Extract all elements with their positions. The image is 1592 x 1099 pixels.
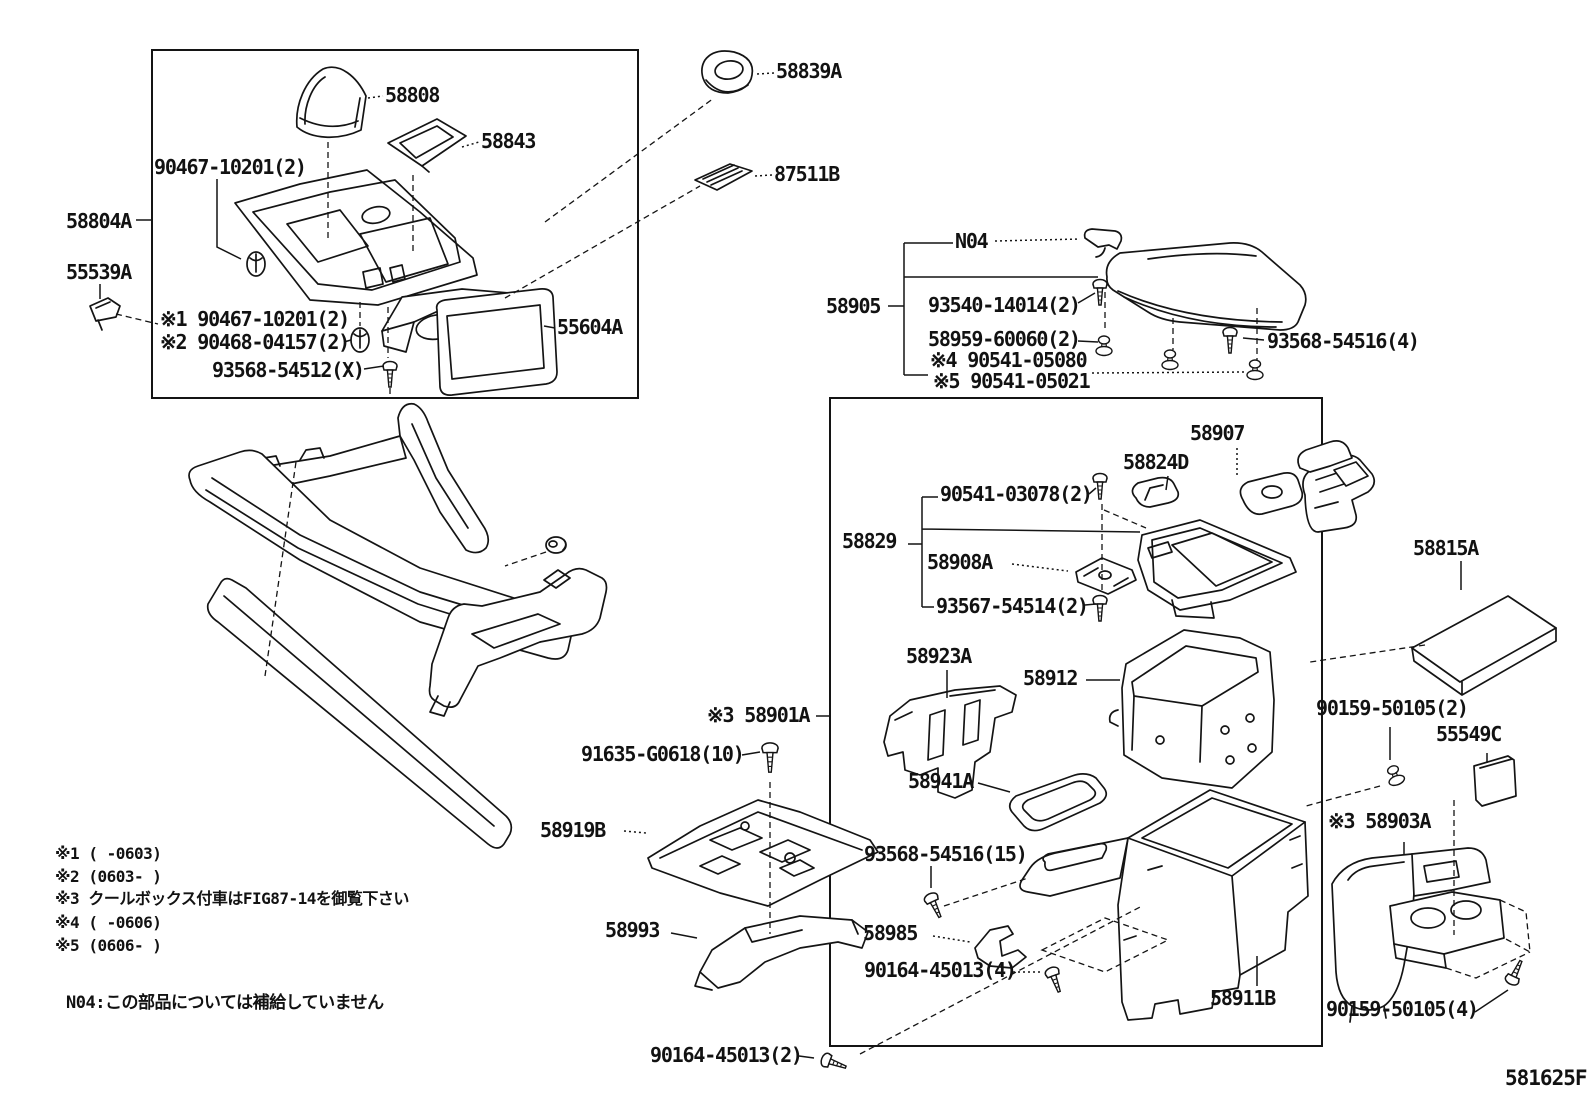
part-58824D-hook: [1132, 478, 1178, 507]
part-58912-console-box: [1110, 630, 1274, 788]
part-label-note1-90467: ※1 90467-10201(2): [160, 307, 350, 331]
part-label-87511B: 87511B: [774, 162, 840, 186]
part-label-58911B: 58911B: [1210, 986, 1276, 1010]
part-58923A-carpet: [884, 686, 1016, 798]
part-58908A-hinge: [1076, 558, 1136, 594]
part-58907-lock-assy: [1240, 441, 1374, 532]
bolt-90159-50105-4: [1503, 957, 1528, 988]
clip-93560-14014: [546, 537, 566, 553]
part-label-58993: 58993: [605, 918, 660, 942]
clip-90541: [1246, 359, 1264, 381]
clip-58959-60060: [1095, 335, 1113, 357]
screw-93568-54512: [382, 360, 398, 388]
part-label-55539A: 55539A: [66, 260, 132, 284]
part-58839A-cup: [702, 51, 753, 93]
part-label-90159-50105-2: 90159-50105(2): [1316, 696, 1469, 720]
part-55539A-clip: [90, 298, 120, 330]
part-55549C-pad: [1474, 756, 1516, 806]
part-label-91635-G0618: 91635-G0618(10): [581, 742, 745, 766]
part-label-58912: 58912: [1023, 666, 1078, 690]
part-label-90541-03078: 90541-03078(2): [940, 482, 1093, 506]
part-label-58905: 58905: [826, 294, 881, 318]
part-label-90164-45013-2: 90164-45013(2): [650, 1043, 803, 1067]
part-label-58908A: 58908A: [927, 550, 993, 574]
part-58808-shift-boot: [297, 67, 366, 137]
part-58903A-rear-panel: [1332, 848, 1530, 1022]
part-label-58839A: 58839A: [776, 59, 842, 83]
footnote-1: ※1 ( -0603): [55, 844, 162, 863]
part-label-58843: 58843: [481, 129, 536, 153]
part-label-55549C: 55549C: [1436, 722, 1502, 746]
part-58905-armrest-lid: [1107, 243, 1306, 330]
part-label-58808: 58808: [385, 83, 440, 107]
part-90467-clip-lower: [351, 328, 369, 352]
supply-note: N04:この部品については補給していません: [66, 993, 384, 1013]
part-58919B-bracket-plate: [648, 800, 878, 906]
screw-90164-45013-2: [818, 1051, 849, 1075]
clip-58959-60060-b: [1161, 349, 1179, 371]
part-58993-bracket: [695, 916, 868, 990]
part-58911B-console-body: [1020, 790, 1308, 1020]
part-58941A-tray-mat: [1010, 774, 1107, 831]
part-58815A-mat: [1412, 596, 1556, 695]
exploded-view-dashed-lines: [116, 98, 1454, 1054]
part-label-90164-45013-4: 90164-45013(4): [864, 958, 1017, 982]
leader-lines: [100, 73, 1508, 1058]
part-58902C-bracket: [430, 569, 607, 716]
part-label-58907: 58907: [1190, 421, 1245, 445]
footnote-5: ※5 (0606- ): [55, 936, 162, 955]
upper-panel-group-box: [152, 50, 638, 398]
screw-90541-03078: [1092, 472, 1108, 500]
part-label-note2-90468: ※2 90468-04157(2): [160, 330, 350, 354]
part-87511B-vent: [695, 164, 752, 190]
part-58829-tray-lid: [1138, 520, 1296, 618]
part-label-58824D: 58824D: [1123, 450, 1189, 474]
part-label-58919B: 58919B: [540, 818, 606, 842]
part-label-93567-54514: 93567-54514(2): [936, 594, 1089, 618]
screw-93568-54516-15: [922, 890, 947, 921]
part-label-note4-90541: ※4 90541-05080: [930, 348, 1088, 372]
part-label-58829: 58829: [842, 529, 897, 553]
part-label-90159-50105-4: 90159-50105(4): [1326, 997, 1479, 1021]
part-label-58903A: ※3 58903A: [1328, 809, 1432, 833]
part-58878-trim-strip: [208, 579, 512, 848]
footnote-2: ※2 (0603- ): [55, 867, 162, 886]
part-58804A-console-upper-panel: [235, 170, 477, 305]
part-label-58804A: 58804A: [66, 209, 132, 233]
part-label-N04: N04: [955, 229, 989, 253]
footnote-4: ※4 ( -0606): [55, 913, 162, 932]
part-label-93568-54516-4: 93568-54516(4): [1267, 329, 1420, 353]
part-label-93568-54516-15: 93568-54516(15): [864, 842, 1028, 866]
part-label-93540-14014: 93540-14014(2): [928, 293, 1081, 317]
footnote-3: ※3 クールボックス付車はFIG87-14を御覧下さい: [55, 889, 409, 908]
part-label-58815A: 58815A: [1413, 536, 1479, 560]
part-label-90467-10201: 90467-10201(2): [154, 155, 307, 179]
console-box-group-box: [830, 398, 1322, 1046]
pin-90159-50105-2: [1383, 762, 1407, 789]
screw-93567-54514: [1092, 594, 1108, 622]
part-label-58959-60060: 58959-60060(2): [928, 327, 1081, 351]
figure-code: 581625F: [1505, 1066, 1588, 1090]
part-label-58941A: 58941A: [908, 769, 974, 793]
part-label-58901A: ※3 58901A: [707, 703, 811, 727]
part-58985-clamp: [975, 926, 1026, 968]
part-label-58985: 58985: [863, 921, 918, 945]
part-label-55604A: 55604A: [557, 315, 623, 339]
part-label-93568-54512: 93568-54512(X): [212, 358, 365, 382]
part-55604A-cup-holder: [382, 289, 557, 395]
part-label-58923A: 58923A: [906, 644, 972, 668]
screw-93568-54516-4: [1222, 326, 1238, 354]
screw-90164-45013-4: [1043, 964, 1067, 995]
bolt-91635-G0618: [761, 741, 779, 774]
part-58843-boot-frame: [388, 119, 466, 172]
part-label-note5-90541: ※5 90541-05021: [933, 369, 1091, 393]
part-90467-clip-upper: [247, 252, 265, 276]
part-N04-hook: [1085, 229, 1122, 257]
